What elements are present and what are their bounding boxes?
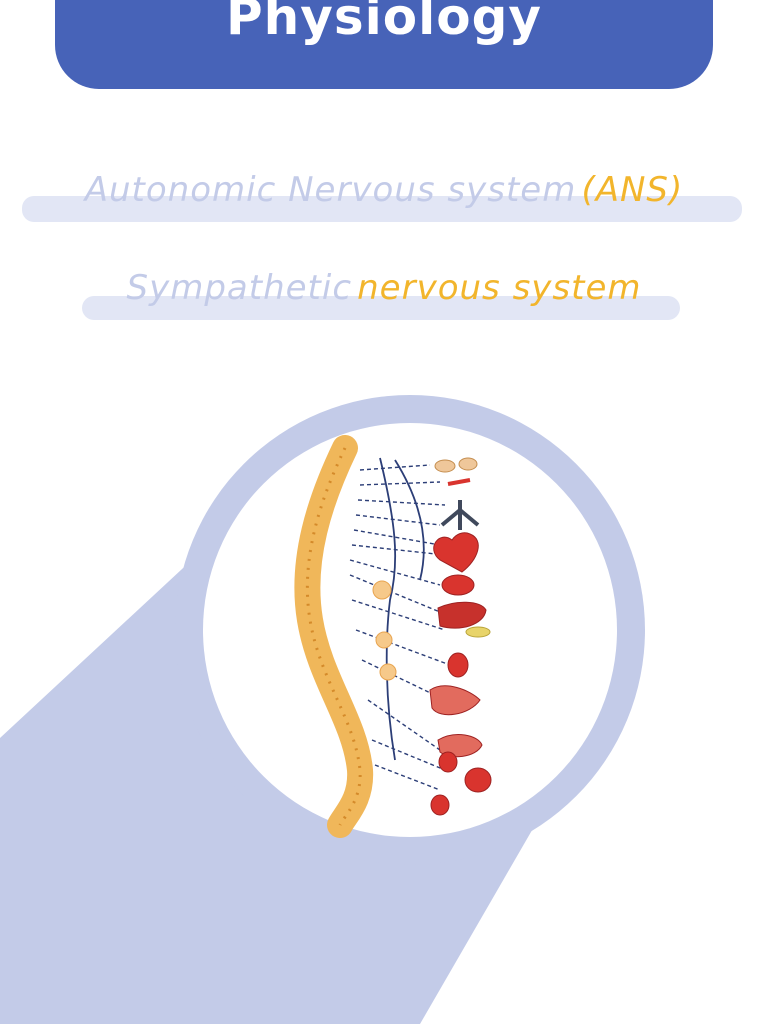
heading-autonomic-main: Autonomic Nervous system bbox=[84, 170, 577, 210]
nerve-lines bbox=[349, 464, 451, 791]
heading-autonomic-abbrev: (ANS) bbox=[581, 170, 684, 210]
heading-sympathetic-main: Sympathetic bbox=[126, 268, 353, 308]
ganglion-chain bbox=[379, 457, 425, 761]
heading-sympathetic-accent: nervous system bbox=[357, 268, 642, 308]
heading-highlight-1 bbox=[22, 196, 742, 222]
heading-sympathetic: Sympathetic nervous system bbox=[0, 268, 768, 308]
ganglia bbox=[372, 580, 397, 681]
spine bbox=[294, 435, 374, 838]
heading-autonomic: Autonomic Nervous system (ANS) bbox=[0, 170, 768, 210]
organs bbox=[429, 457, 492, 816]
header-banner: Physiology bbox=[55, 0, 713, 89]
heading-highlight-2 bbox=[82, 296, 680, 320]
page-title: Physiology bbox=[226, 0, 542, 46]
